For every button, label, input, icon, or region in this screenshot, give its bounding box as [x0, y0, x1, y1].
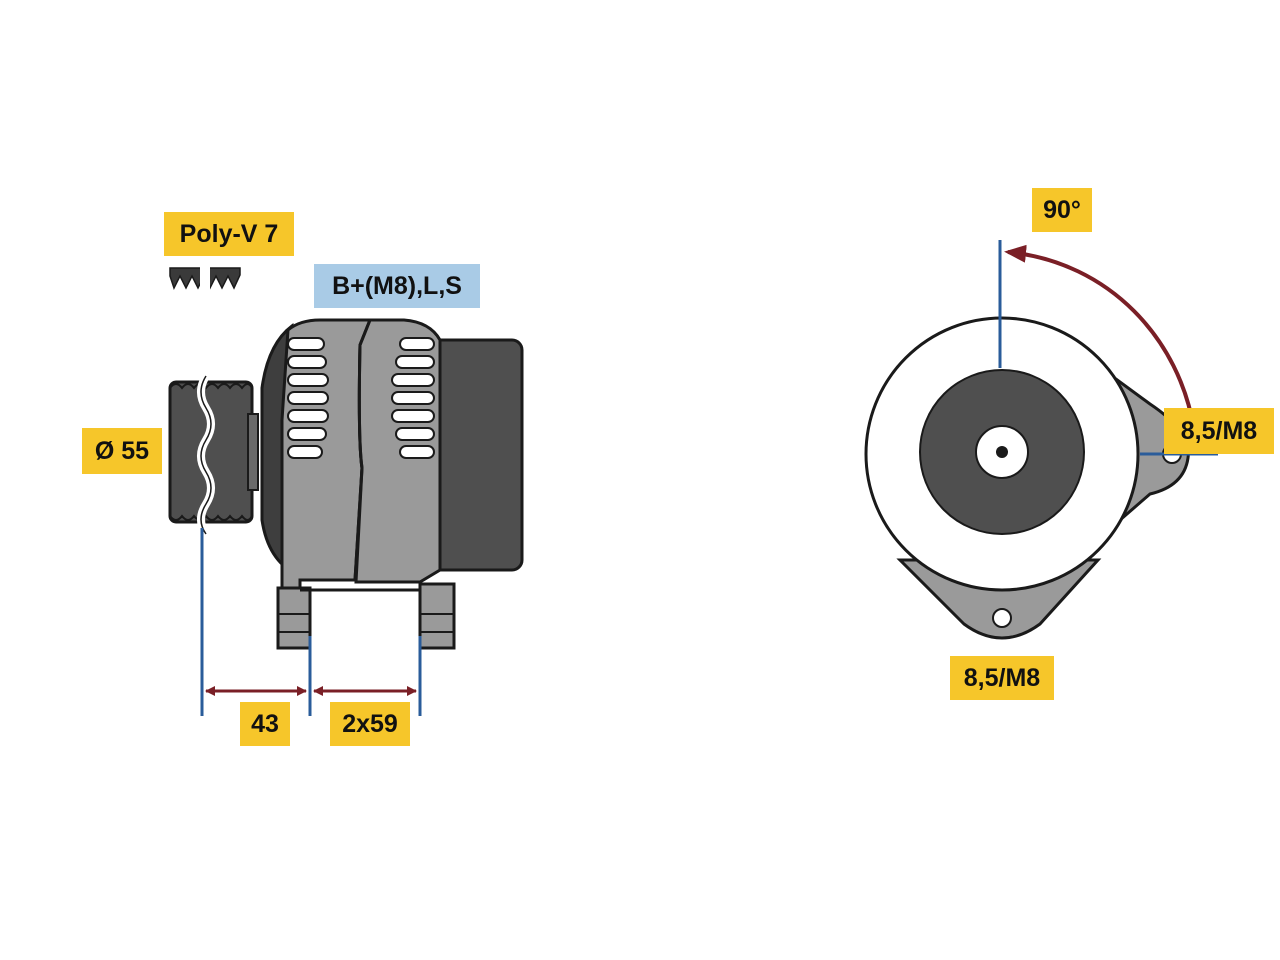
label-mount-side: 8,5/M8: [1164, 408, 1274, 454]
svg-text:2x59: 2x59: [342, 710, 398, 738]
svg-text:8,5/M8: 8,5/M8: [964, 664, 1041, 692]
label-terminals: B+(M8),L,S: [314, 264, 480, 308]
label-pulley-diameter: Ø 55: [82, 428, 162, 474]
front-view: 90° 8,5/M8 8,5/M8: [864, 188, 1274, 700]
side-dimension-lines: [200, 528, 422, 716]
vent-slots-front: [287, 337, 329, 459]
svg-text:Poly-V 7: Poly-V 7: [180, 220, 279, 248]
svg-text:90°: 90°: [1043, 196, 1081, 224]
label-rotation-angle: 90°: [1032, 188, 1092, 232]
alternator-body: [260, 318, 524, 650]
label-dim-pulley-to-mount: 43: [240, 702, 290, 746]
pulley-icon: [168, 373, 259, 537]
svg-text:Ø 55: Ø 55: [95, 437, 149, 465]
label-belt: Poly-V 7: [164, 212, 294, 256]
label-dim-mount-spacing: 2x59: [330, 702, 410, 746]
side-view: Poly-V 7 B+(M8),L,S Ø 55 43 2x59: [82, 212, 524, 746]
svg-text:43: 43: [251, 710, 279, 738]
vent-slots-rear: [391, 337, 435, 459]
rotation-arrow-icon: [1004, 244, 1196, 431]
svg-text:8,5/M8: 8,5/M8: [1181, 417, 1258, 445]
label-mount-bottom: 8,5/M8: [950, 656, 1054, 700]
poly-v-belt-icon: [169, 266, 241, 290]
svg-text:B+(M8),L,S: B+(M8),L,S: [332, 272, 462, 300]
